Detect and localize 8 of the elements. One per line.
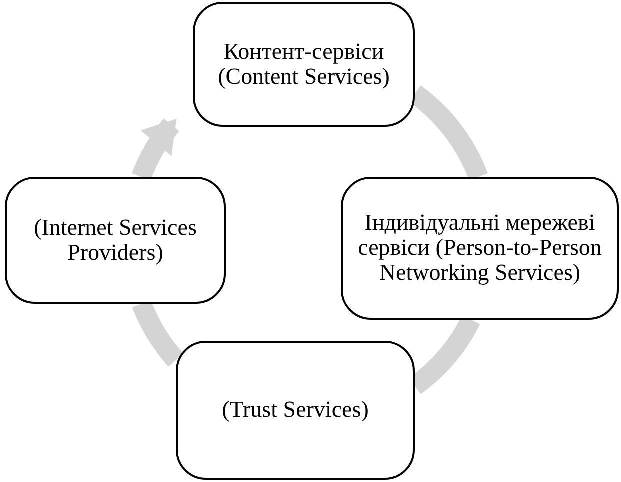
box-label: (Internet Services Providers) bbox=[33, 216, 198, 266]
box-label: (Trust Services) bbox=[222, 398, 369, 423]
rounded-box bbox=[341, 177, 619, 320]
box-label: Індивідуальні мережеві сервіси (Person-to-Person Networking Services) bbox=[357, 211, 603, 286]
rounded-box bbox=[193, 2, 415, 127]
rounded-box bbox=[5, 177, 226, 304]
rounded-box bbox=[176, 341, 415, 480]
box-label: Контент-сервіси (Content Services) bbox=[217, 40, 391, 90]
